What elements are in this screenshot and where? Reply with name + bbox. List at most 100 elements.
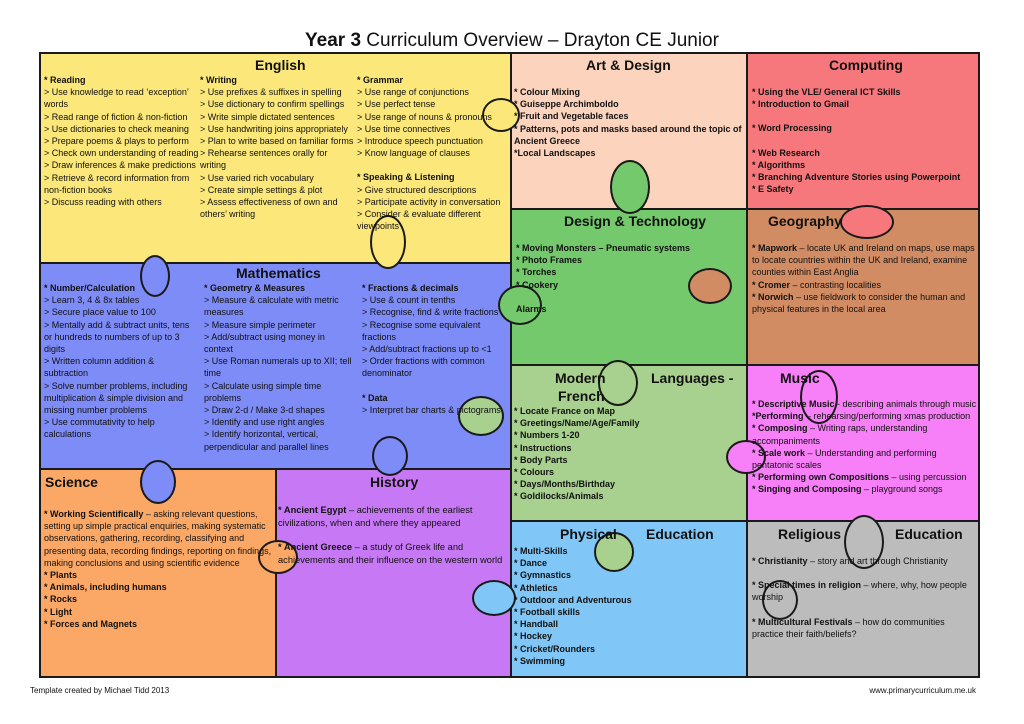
spacer	[752, 110, 976, 122]
list-item: > Use knowledge to read ‘exception’ word…	[44, 87, 189, 110]
english-grammar-list: * Grammar> Use range of conjunctions> Us…	[357, 74, 509, 232]
puzzle-knob	[140, 460, 176, 504]
list-item: > Use handwriting joins appropriately	[200, 123, 348, 134]
mfl-list: * Locate France on Map * Greetings/Name/A…	[514, 405, 739, 503]
puzzle-knob	[258, 540, 298, 574]
list-item: * Animals, including humans	[44, 582, 167, 593]
list-item: * Introduction to Gmail	[752, 99, 849, 110]
list-item: > Add/subtract using money in context	[204, 331, 325, 355]
list-item: * Greetings/Name/Age/Family	[514, 418, 640, 429]
list-item: > Recognise some equivalent fractions	[362, 319, 481, 342]
spacer	[362, 380, 507, 392]
music-text: * Descriptive Music - describing animals…	[752, 398, 978, 496]
dt-list: * Moving Monsters – Pneumatic systems * P…	[516, 242, 738, 315]
list-item: * Dance	[514, 558, 548, 569]
science-text: * Working Scientifically – asking releva…	[44, 508, 272, 630]
puzzle-knob	[844, 515, 884, 569]
list-item: * Data	[362, 392, 388, 403]
list-item: * Word Processing	[752, 123, 832, 134]
list-item: > Retrieve & record information from non…	[44, 172, 190, 195]
puzzle-knob	[498, 285, 542, 325]
list-item: * Moving Monsters – Pneumatic systems	[516, 243, 691, 253]
list-item: * Handball	[514, 619, 559, 630]
list-item: * Athletics	[514, 582, 558, 593]
list-item: * Rocks	[44, 594, 78, 605]
list-item: > Use time connectives	[357, 123, 451, 134]
list-item: > Introduce speech punctuation	[357, 136, 483, 147]
pe-list: * Multi-Skills* Dance* Gymnastics* Athle…	[514, 545, 739, 667]
history-panel	[275, 468, 512, 678]
list-item: * Patterns, pots and masks based around …	[514, 123, 742, 146]
music-title: Music	[780, 370, 820, 386]
maths-number-list: * Number/Calculation > Learn 3, 4 & 8x ta…	[44, 282, 199, 441]
list-item: > Check own understanding of reading	[44, 148, 199, 159]
geography-title: Geography	[768, 213, 842, 229]
list-item: * Forces and Magnets	[44, 618, 138, 629]
puzzle-knob	[726, 440, 766, 474]
list-item: * Outdoor and Adventurous	[514, 594, 632, 605]
music-descriptive: * Descriptive Music - describing animals…	[752, 399, 977, 409]
list-item: > Written column addition & subtraction	[44, 356, 155, 379]
list-item: > Rehearse sentences orally for writing	[200, 148, 328, 171]
puzzle-knob	[800, 370, 838, 424]
english-reading-list: * Reading> Use knowledge to read ‘except…	[44, 74, 199, 208]
list-item: > Assess effectiveness of own and others…	[200, 197, 338, 220]
list-item: * Goldilocks/Animals	[514, 491, 604, 502]
list-item: > Measure simple perimeter	[204, 319, 316, 330]
history-text: * Ancient Egypt – achievements of the ea…	[278, 504, 510, 566]
re-special-times: * Special times in religion – where, why…	[752, 580, 967, 603]
english-writing-list: * Writing> Use prefixes & suffixes in sp…	[200, 74, 355, 220]
list-item: * Writing	[200, 75, 237, 85]
geography-norwich: * Norwich – use fieldwork to consider th…	[752, 291, 966, 315]
list-item: > Solve number problems, including multi…	[44, 380, 188, 416]
list-item: * Photo Frames	[516, 255, 583, 266]
science-title: Science	[45, 474, 98, 490]
footer-website-link[interactable]: www.primarycurriculum.me.uk	[869, 686, 976, 695]
list-item: > Use Roman numerals up to XII; tell tim…	[204, 356, 352, 379]
list-item: * Body Parts	[514, 454, 568, 465]
list-item: * Web Research	[752, 147, 820, 158]
music-singing: * Singing and Composing – playground son…	[752, 484, 943, 495]
re-text: * Christianity – story and art through C…	[752, 555, 978, 640]
list-item: > Interpret bar charts & pictograms	[362, 404, 501, 415]
history-title: History	[370, 474, 419, 490]
list-item: * Instructions	[514, 442, 572, 453]
spacer	[357, 159, 509, 171]
list-item: * Light	[44, 606, 72, 617]
puzzle-knob	[840, 205, 894, 239]
list-item: *Local Landscapes	[514, 148, 596, 159]
music-own-compositions: * Performing own Compositions – using pe…	[752, 472, 967, 483]
spacer	[516, 291, 738, 303]
list-item: > Learn 3, 4 & 8x tables	[44, 295, 140, 306]
list-item: > Use perfect tense	[357, 99, 436, 110]
computing-list: * Using the VLE/ General ICT Skills* Int…	[752, 86, 976, 195]
geography-panel	[746, 208, 980, 366]
list-item: > Use commutativity to help calculations	[44, 417, 155, 440]
list-item: > Discuss reading with others	[44, 197, 162, 208]
list-item: * Number/Calculation	[44, 283, 136, 293]
list-item: > Read range of fiction & non-fiction	[44, 111, 188, 122]
puzzle-knob	[688, 268, 732, 304]
music-composing: * Composing – Writing raps, understandin…	[752, 423, 928, 446]
mfl-title-modern: Modern	[555, 370, 606, 386]
list-item: * Fractions & decimals	[362, 283, 459, 293]
english-title: English	[255, 57, 306, 73]
puzzle-knob	[140, 255, 170, 297]
computing-title: Computing	[829, 57, 903, 73]
list-item: > Recognise, find & write fractions	[362, 307, 499, 318]
puzzle-knob	[482, 98, 520, 132]
list-item: > Secure place value to 100	[44, 307, 156, 318]
list-item: * Locate France on Map	[514, 406, 616, 416]
history-egypt: * Ancient Egypt – achievements of the ea…	[278, 505, 473, 528]
list-item: * Algorithms	[752, 159, 806, 170]
list-item: > Use range of nouns & pronouns	[357, 111, 492, 122]
list-item: * Colour Mixing	[514, 87, 580, 97]
list-item: * Colours	[514, 467, 555, 478]
list-item: * Guiseppe Archimboldo	[514, 99, 619, 110]
science-working-scientifically: * Working Scientifically – asking releva…	[44, 509, 272, 568]
list-item: > Mentally add & subtract units, tens or…	[44, 319, 190, 355]
footer-credit: Template created by Michael Tidd 2013	[30, 686, 170, 695]
puzzle-knob	[472, 580, 516, 616]
puzzle-knob	[594, 532, 634, 572]
maths-panel	[39, 262, 512, 470]
